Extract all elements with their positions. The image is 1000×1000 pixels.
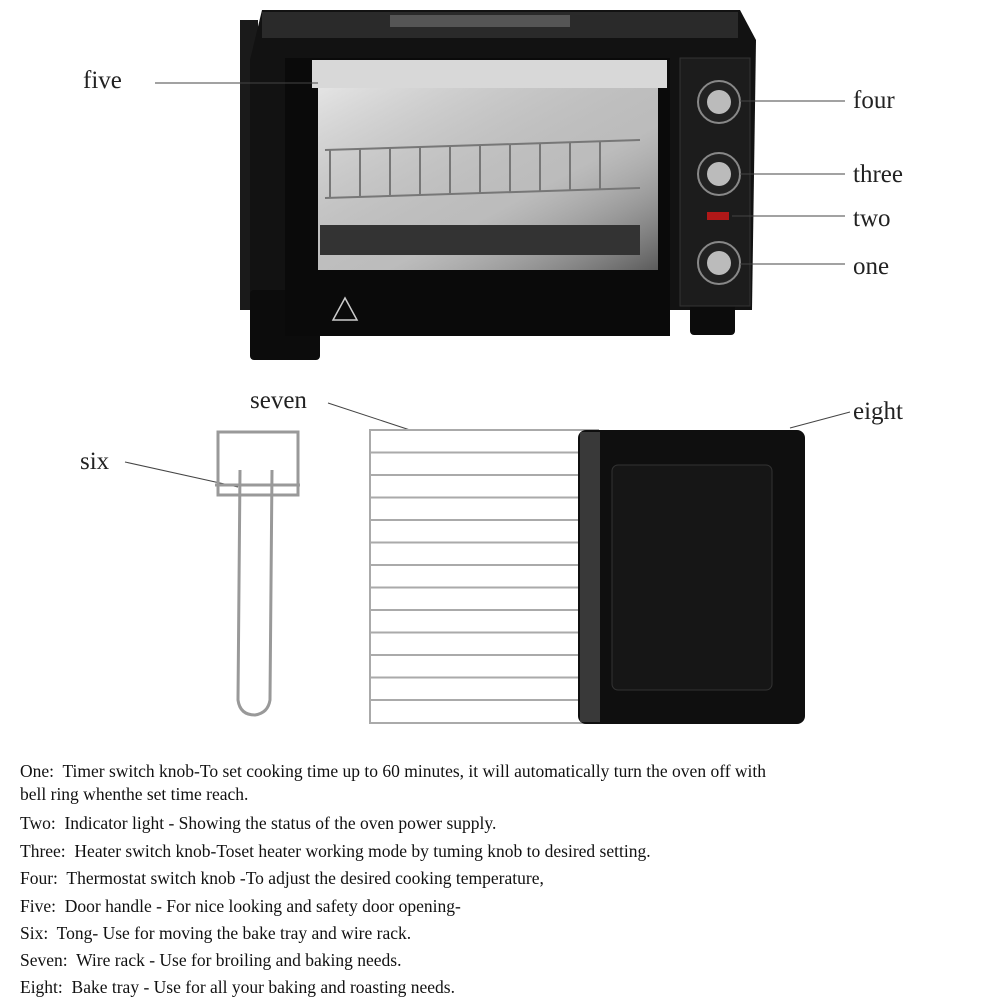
product-illustration bbox=[124, 10, 851, 724]
bake-tray bbox=[578, 430, 805, 724]
description-three: Three: Heater switch knob-Toset heater w… bbox=[20, 841, 651, 861]
description-two: Two: Indicator light - Showing the statu… bbox=[20, 813, 497, 833]
door-handle bbox=[312, 60, 667, 88]
description-five: Five: Door handle - For nice looking and… bbox=[20, 896, 461, 916]
description-four: Four: Thermostat switch knob -To adjust … bbox=[20, 868, 544, 888]
description-six: Six: Tong- Use for moving the bake tray … bbox=[20, 923, 412, 943]
description-one-continued: bell ring whenthe set time reach. bbox=[20, 784, 249, 804]
callout-two: two bbox=[853, 205, 891, 232]
oven bbox=[240, 10, 756, 360]
callout-five: five bbox=[83, 67, 122, 94]
callout-seven: seven bbox=[250, 387, 307, 414]
callout-six: six bbox=[80, 448, 110, 475]
wire-rack bbox=[369, 429, 599, 724]
tong bbox=[215, 430, 300, 717]
description-eight: Eight: Bake tray - Use for all your baki… bbox=[20, 977, 455, 997]
description-one: One: Timer switch knob-To set cooking ti… bbox=[20, 761, 767, 781]
callout-eight: eight bbox=[853, 398, 903, 425]
callout-one: one bbox=[853, 253, 890, 280]
callout-four: four bbox=[853, 87, 895, 114]
callout-three: three bbox=[853, 161, 903, 188]
description-seven: Seven: Wire rack - Use for broiling and … bbox=[20, 950, 402, 970]
